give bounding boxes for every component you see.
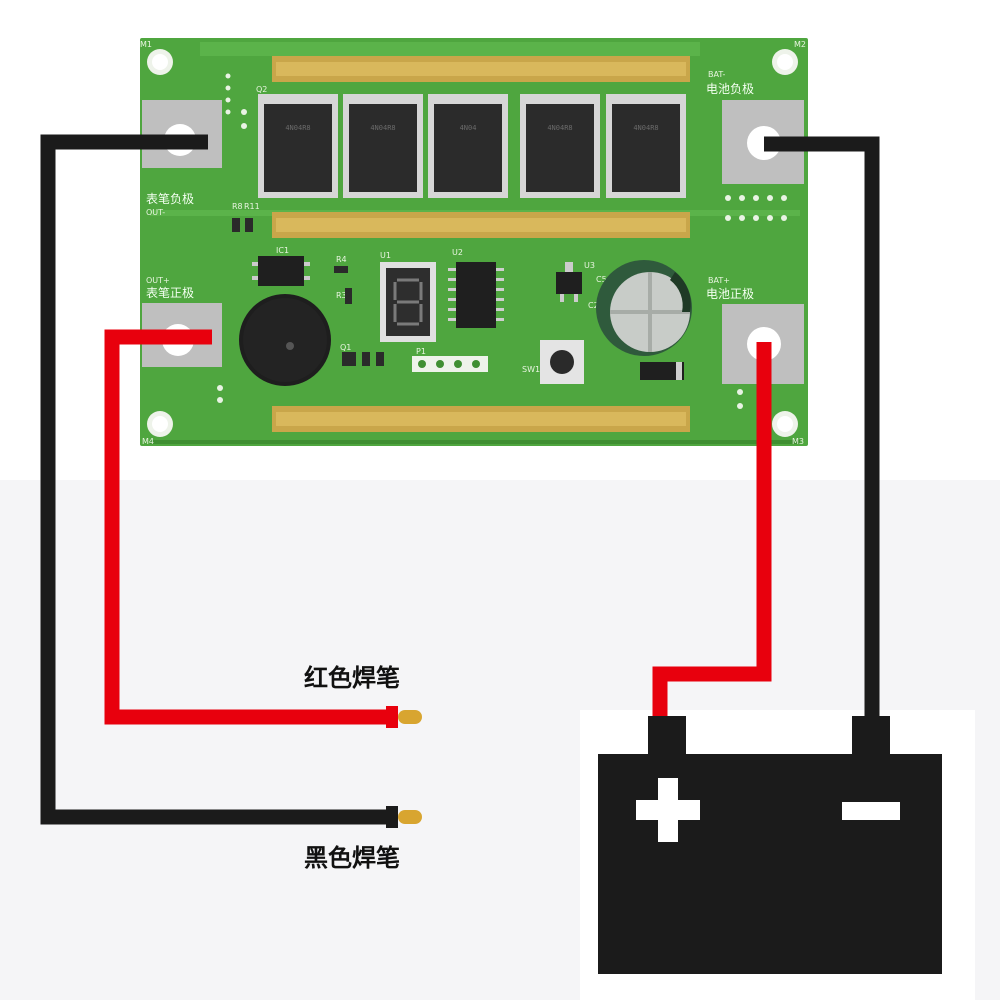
svg-text:M4: M4 — [142, 437, 154, 446]
bat-neg-label: 电池负极 — [706, 82, 754, 96]
svg-text:U1: U1 — [380, 251, 391, 260]
red-probe-wire — [104, 329, 422, 728]
battery-positive-wire — [652, 342, 772, 720]
red-probe-label: 红色焊笔 — [304, 664, 400, 692]
mosfet-array: Q2 4N04R8 4N04R8 4N04 4N04R8 — [256, 85, 686, 198]
svg-text:R8: R8 — [232, 202, 243, 211]
capacitor-icon: C5 — [596, 260, 692, 356]
pcb-board: M1 M2 M3 M4 Q2 4N04R8 — [140, 38, 808, 446]
svg-text:IC1: IC1 — [276, 246, 289, 255]
bat-neg-en-label: BAT- — [708, 70, 725, 79]
mosfet-4: 4N04R8 — [520, 94, 600, 198]
diode — [640, 362, 684, 380]
svg-text:P1: P1 — [416, 347, 426, 356]
svg-text:SW1: SW1 — [522, 365, 540, 374]
mosfet-2: 4N04R8 — [343, 94, 423, 198]
mounting-hole-m2: M2 — [772, 40, 806, 75]
battery-icon — [598, 716, 942, 974]
out-neg-label: 表笔负极 — [146, 191, 194, 206]
black-probe-label: 黑色焊笔 — [304, 844, 400, 872]
svg-text:4N04R8: 4N04R8 — [370, 124, 395, 132]
minus-icon — [842, 802, 900, 820]
battery-positive-post — [648, 716, 686, 760]
mounting-hole-m1: M1 — [140, 40, 173, 75]
bat-pos-en-label: BAT+ — [708, 276, 730, 285]
mosfet-3: 4N04 — [428, 94, 508, 198]
optocoupler-ic1: IC1 — [252, 246, 310, 286]
header-p1: P1 — [412, 347, 488, 372]
buzzer-icon — [239, 294, 331, 386]
battery-body — [598, 754, 942, 974]
regulator-u3: U3 C2 — [556, 261, 599, 310]
battery-negative-wire — [764, 136, 880, 720]
push-button-sw1: SW1 — [522, 340, 584, 384]
svg-text:R4: R4 — [336, 255, 347, 264]
svg-text:U2: U2 — [452, 248, 463, 257]
out-neg-en-label: OUT- — [146, 208, 165, 217]
svg-text:4N04: 4N04 — [460, 124, 477, 132]
svg-text:4N04R8: 4N04R8 — [285, 124, 310, 132]
svg-text:C2: C2 — [588, 301, 599, 310]
svg-text:M3: M3 — [792, 437, 804, 446]
transistor-q1: Q1 — [340, 343, 384, 366]
resistors-r8-r11: R8 R11 — [232, 202, 260, 232]
black-probe-tip — [398, 810, 422, 824]
plus-icon — [636, 778, 700, 842]
svg-text:M1: M1 — [140, 40, 152, 49]
svg-text:U3: U3 — [584, 261, 595, 270]
mounting-hole-m4: M4 — [142, 411, 173, 446]
mosfet-5: 4N04R8 — [606, 94, 686, 198]
q2-label: Q2 — [256, 85, 267, 94]
mounting-hole-m3: M3 — [772, 411, 804, 446]
svg-text:4N04R8: 4N04R8 — [633, 124, 658, 132]
out-pos-en-label: OUT+ — [146, 276, 170, 285]
black-probe-wire — [40, 134, 422, 828]
via-dots — [217, 73, 787, 409]
resistors-r3-r4: R4 R3 — [334, 255, 352, 304]
svg-text:4N04R8: 4N04R8 — [547, 124, 572, 132]
mosfet-1: 4N04R8 — [258, 94, 338, 198]
battery-negative-post — [852, 716, 890, 760]
microcontroller-u2: U2 — [448, 248, 504, 328]
seven-segment-digit-icon: U1 — [380, 251, 436, 342]
bat-pos-label: 电池正极 — [706, 287, 754, 301]
svg-text:R11: R11 — [244, 202, 260, 211]
svg-text:Q1: Q1 — [340, 343, 351, 352]
out-pos-label: 表笔正极 — [146, 285, 194, 300]
svg-text:M2: M2 — [794, 40, 806, 49]
svg-text:R3: R3 — [336, 291, 347, 300]
red-probe-tip — [398, 710, 422, 724]
svg-text:C5: C5 — [596, 275, 607, 284]
